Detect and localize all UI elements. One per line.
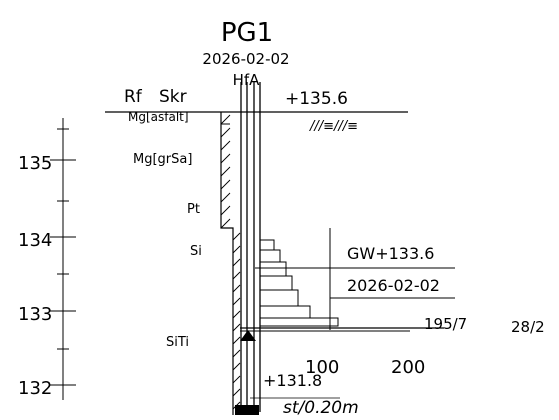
- column-label-skr: Skr: [159, 87, 187, 107]
- method-label: HfA: [233, 71, 261, 89]
- far-right-value: 28/2: [511, 318, 545, 336]
- soil-label-asfalt: Mg[asfalt]: [128, 110, 189, 124]
- triangle-marker: [240, 330, 256, 341]
- surface-elevation: +135.6: [285, 89, 348, 109]
- resistance-tick-100: 100: [305, 357, 339, 378]
- depth-tick-135: 135: [18, 153, 52, 174]
- groundwater-label: GW+133.6: [347, 244, 434, 263]
- depth-tick-134: 134: [18, 230, 52, 251]
- resistance-tick-200: 200: [391, 357, 425, 378]
- surface-symbol: ///≡///≡: [309, 119, 358, 134]
- resistance-bars: [259, 239, 339, 327]
- marker-value: 195/7: [424, 315, 467, 333]
- depth-axis: [50, 118, 76, 400]
- depth-tick-132: 132: [18, 378, 52, 399]
- soil-label-pt: Pt: [187, 202, 200, 217]
- soil-column: [220, 112, 241, 415]
- groundwater-date: 2026-02-02: [347, 276, 440, 295]
- soil-label-si: Si: [190, 244, 202, 259]
- soil-label-siti: SiTi: [166, 335, 189, 350]
- soil-label-grsa: Mg[grSa]: [133, 152, 192, 167]
- column-label-rf: Rf: [124, 87, 143, 107]
- probe-rod: [235, 82, 261, 415]
- borehole-title: PG1: [221, 18, 273, 48]
- borehole-date: 2026-02-02: [202, 50, 289, 68]
- depth-tick-133: 133: [18, 304, 52, 325]
- stop-annotation: st/0.20m: [283, 398, 359, 418]
- bottom-elevation: +131.8: [263, 371, 322, 390]
